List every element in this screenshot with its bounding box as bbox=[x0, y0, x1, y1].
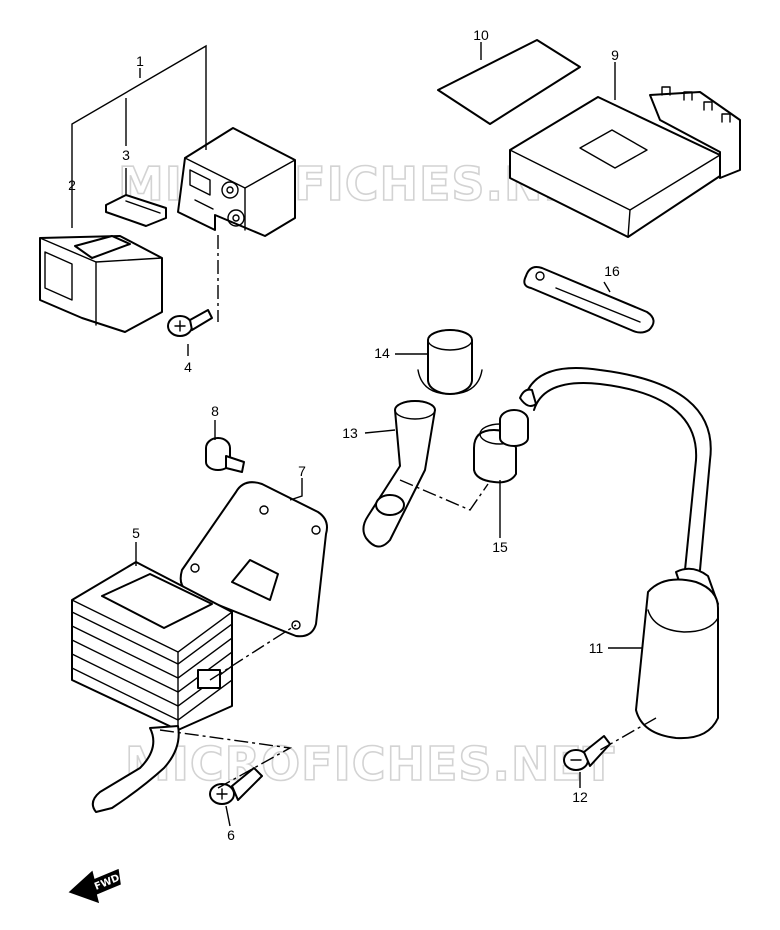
part-10-label bbox=[437, 39, 581, 125]
part-1-relay-box bbox=[177, 127, 296, 237]
callout-10: 10 bbox=[473, 27, 489, 43]
watermark-bottom: MICROFICHES.NET bbox=[125, 737, 615, 791]
callout-5: 5 bbox=[132, 525, 140, 541]
callout-15: 15 bbox=[492, 539, 508, 555]
callout-8: 8 bbox=[211, 403, 219, 419]
part-5-regulator bbox=[71, 561, 233, 813]
part-16-clamp bbox=[523, 266, 655, 334]
part-11-coil bbox=[519, 367, 719, 740]
part-9-ecm bbox=[509, 86, 741, 238]
callout-6: 6 bbox=[227, 827, 235, 843]
callout-4: 4 bbox=[184, 359, 192, 375]
callout-numbers: 1 2 3 4 5 6 7 8 9 10 11 12 13 14 15 16 bbox=[68, 27, 620, 843]
callout-14: 14 bbox=[374, 345, 390, 361]
callout-12: 12 bbox=[572, 789, 588, 805]
callout-2: 2 bbox=[68, 177, 76, 193]
assembly-lines bbox=[159, 235, 657, 789]
callout-3: 3 bbox=[122, 147, 130, 163]
callout-1: 1 bbox=[136, 53, 144, 69]
callout-9: 9 bbox=[611, 47, 619, 63]
callout-7: 7 bbox=[298, 463, 306, 479]
part-14-cap bbox=[417, 329, 483, 395]
part-6-screw bbox=[209, 767, 263, 805]
part-8-bolt bbox=[205, 437, 245, 473]
part-7-bracket bbox=[179, 481, 328, 638]
fwd-arrow-icon: FWD bbox=[68, 868, 121, 904]
part-2-cover bbox=[39, 235, 163, 333]
callout-16: 16 bbox=[604, 263, 620, 279]
callout-13: 13 bbox=[342, 425, 358, 441]
part-15-connector bbox=[473, 409, 529, 484]
part-4-screw bbox=[167, 309, 213, 337]
callout-11: 11 bbox=[589, 640, 604, 656]
part-13-boot bbox=[362, 400, 436, 548]
part-12-bolt bbox=[563, 735, 611, 771]
leader-lines bbox=[71, 42, 642, 827]
